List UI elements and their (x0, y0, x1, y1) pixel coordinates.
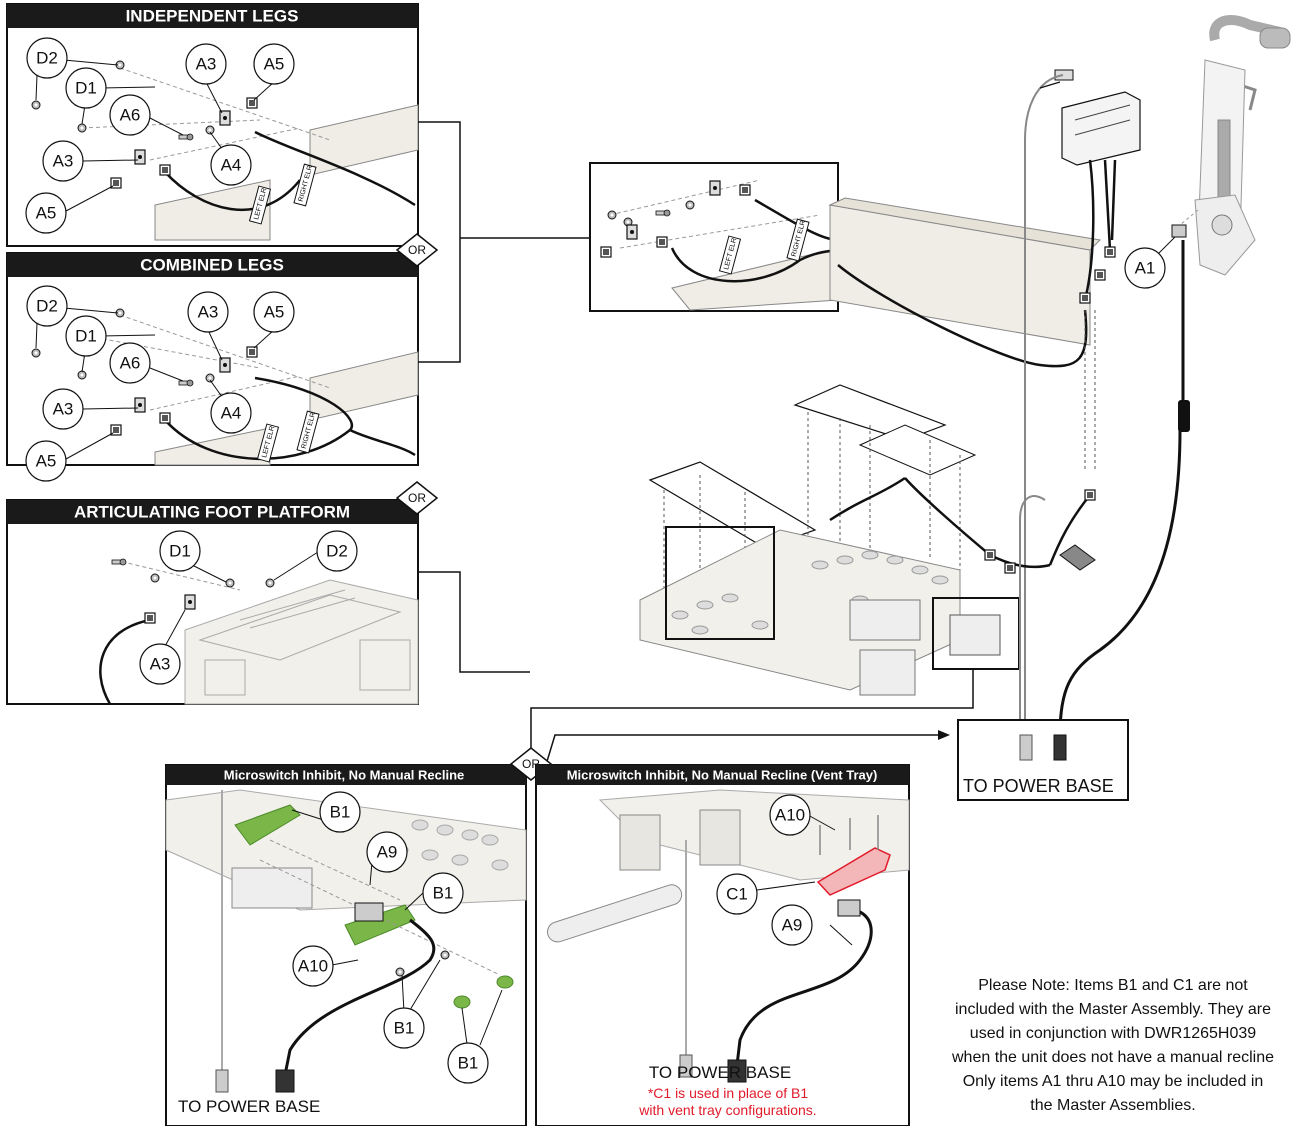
or-diamonds: OR OR (395, 121, 590, 673)
balloon-a10: A10 (769, 794, 811, 836)
c1-note-line-2: with vent tray configurations. (638, 1102, 816, 1118)
or-diamond-1: OR (395, 233, 439, 267)
svg-text:A4: A4 (221, 404, 242, 423)
balloon-b1: B1 (447, 1042, 489, 1084)
svg-text:A5: A5 (36, 452, 57, 471)
svg-text:A9: A9 (377, 843, 398, 862)
balloon-c1: C1 (716, 873, 758, 915)
balloon-a4: A4 (210, 144, 252, 186)
balloon-d2: D2 (26, 285, 68, 327)
main-assembly (530, 69, 1141, 769)
svg-text:A4: A4 (221, 156, 242, 175)
svg-text:D2: D2 (36, 297, 58, 316)
balloon-a3: A3 (42, 388, 84, 430)
svg-text:A3: A3 (150, 655, 171, 674)
panel-title-inhibit: Microswitch Inhibit, No Manual Recline (224, 768, 465, 783)
c1-note-line-1: *C1 is used in place of B1 (648, 1085, 809, 1101)
svg-text:B1: B1 (433, 884, 454, 903)
panel-combined-legs: COMBINED LEGS LEFT ELR RIGHT ELR D2 D1 A… (6, 252, 419, 482)
note-line-6: the Master Assemblies. (1030, 1097, 1195, 1114)
panel-title-articulating: ARTICULATING FOOT PLATFORM (74, 503, 350, 522)
balloon-d2: D2 (26, 37, 68, 79)
balloon-b1: B1 (319, 791, 361, 833)
svg-text:A10: A10 (775, 806, 805, 825)
svg-text:A3: A3 (53, 400, 74, 419)
balloon-a3: A3 (187, 291, 229, 333)
svg-text:D2: D2 (36, 49, 58, 68)
svg-text:B1: B1 (458, 1054, 479, 1073)
balloon-d2: D2 (316, 530, 358, 572)
panel-title-independent-legs: INDEPENDENT LEGS (126, 7, 299, 26)
balloon-a9: A9 (771, 904, 813, 946)
panel-independent-legs: INDEPENDENT LEGS LEFT ELR RIGHT ELR D2 D… (6, 3, 419, 247)
please-note: Please Note: Items B1 and C1 are not inc… (951, 977, 1274, 1114)
balloon-a10: A10 (292, 945, 334, 987)
svg-text:A6: A6 (120, 354, 141, 373)
svg-text:A3: A3 (53, 152, 74, 171)
balloon-b1: B1 (422, 872, 464, 914)
svg-text:B1: B1 (330, 803, 351, 822)
b1-bracket-lower (344, 904, 416, 946)
balloon-a3: A3 (185, 43, 227, 85)
svg-text:D2: D2 (326, 542, 348, 561)
b1-bracket-upper (234, 804, 301, 846)
panel-title-combined-legs: COMBINED LEGS (140, 256, 284, 275)
panel-microswitch-inhibit-vent: Microswitch Inhibit, No Manual Recline (… (535, 764, 910, 1126)
note-line-5: Only items A1 thru A10 may be included i… (963, 1073, 1264, 1090)
balloon-a4: A4 (210, 392, 252, 434)
or-diamond-2: OR (395, 481, 439, 515)
svg-text:A3: A3 (198, 303, 219, 322)
panel-microswitch-inhibit: Microswitch Inhibit, No Manual Recline B… (165, 764, 527, 1126)
balloon-a3: A3 (42, 140, 84, 182)
svg-text:D1: D1 (75, 79, 97, 98)
svg-text:A3: A3 (196, 55, 217, 74)
svg-text:OR: OR (408, 491, 426, 505)
svg-text:A5: A5 (264, 55, 285, 74)
svg-text:A9: A9 (782, 916, 803, 935)
balloon-d1: D1 (159, 530, 201, 572)
svg-text:D1: D1 (169, 542, 191, 561)
to-power-base-label-mid: TO POWER BASE (649, 1063, 791, 1082)
note-line-4: when the unit does not have a manual rec… (951, 1049, 1274, 1066)
svg-text:A6: A6 (120, 106, 141, 125)
zoom-box-top: LEFT ELR RIGHT ELR (589, 162, 840, 312)
balloon-d1: D1 (65, 67, 107, 109)
svg-text:D1: D1 (75, 327, 97, 346)
balloon-a3: A3 (139, 643, 181, 685)
svg-text:A5: A5 (36, 204, 57, 223)
to-power-base-label: TO POWER BASE (963, 776, 1114, 796)
c1-bracket (816, 847, 891, 896)
balloon-a6: A6 (109, 342, 151, 384)
power-base-box: TO POWER BASE (957, 719, 1129, 801)
svg-text:OR: OR (408, 243, 426, 257)
svg-text:A1: A1 (1135, 259, 1156, 278)
note-line-3: used in conjunction with DWR1265H039 (970, 1025, 1256, 1042)
balloon-a6: A6 (109, 94, 151, 136)
recline-actuator: A1 (1058, 15, 1291, 736)
balloon-b1: B1 (383, 1007, 425, 1049)
balloon-a1: A1 (1124, 247, 1166, 289)
note-line-2: included with the Master Assembly. They … (955, 1001, 1271, 1018)
control-box (1054, 69, 1141, 166)
svg-text:C1: C1 (726, 885, 748, 904)
balloon-a5: A5 (25, 440, 67, 482)
balloon-d1: D1 (65, 315, 107, 357)
note-line-1: Please Note: Items B1 and C1 are not (978, 977, 1248, 994)
to-power-base-label-left: TO POWER BASE (178, 1097, 320, 1116)
balloon-a5: A5 (253, 291, 295, 333)
svg-text:A5: A5 (264, 303, 285, 322)
balloon-a9: A9 (366, 831, 408, 873)
panel-title-inhibit-vent: Microswitch Inhibit, No Manual Recline (… (567, 768, 878, 783)
panel-articulating-foot-platform: ARTICULATING FOOT PLATFORM D1 D2 A3 (6, 499, 419, 705)
svg-text:B1: B1 (394, 1019, 415, 1038)
svg-text:A10: A10 (298, 957, 328, 976)
balloon-a5: A5 (25, 192, 67, 234)
balloon-a5: A5 (253, 43, 295, 85)
